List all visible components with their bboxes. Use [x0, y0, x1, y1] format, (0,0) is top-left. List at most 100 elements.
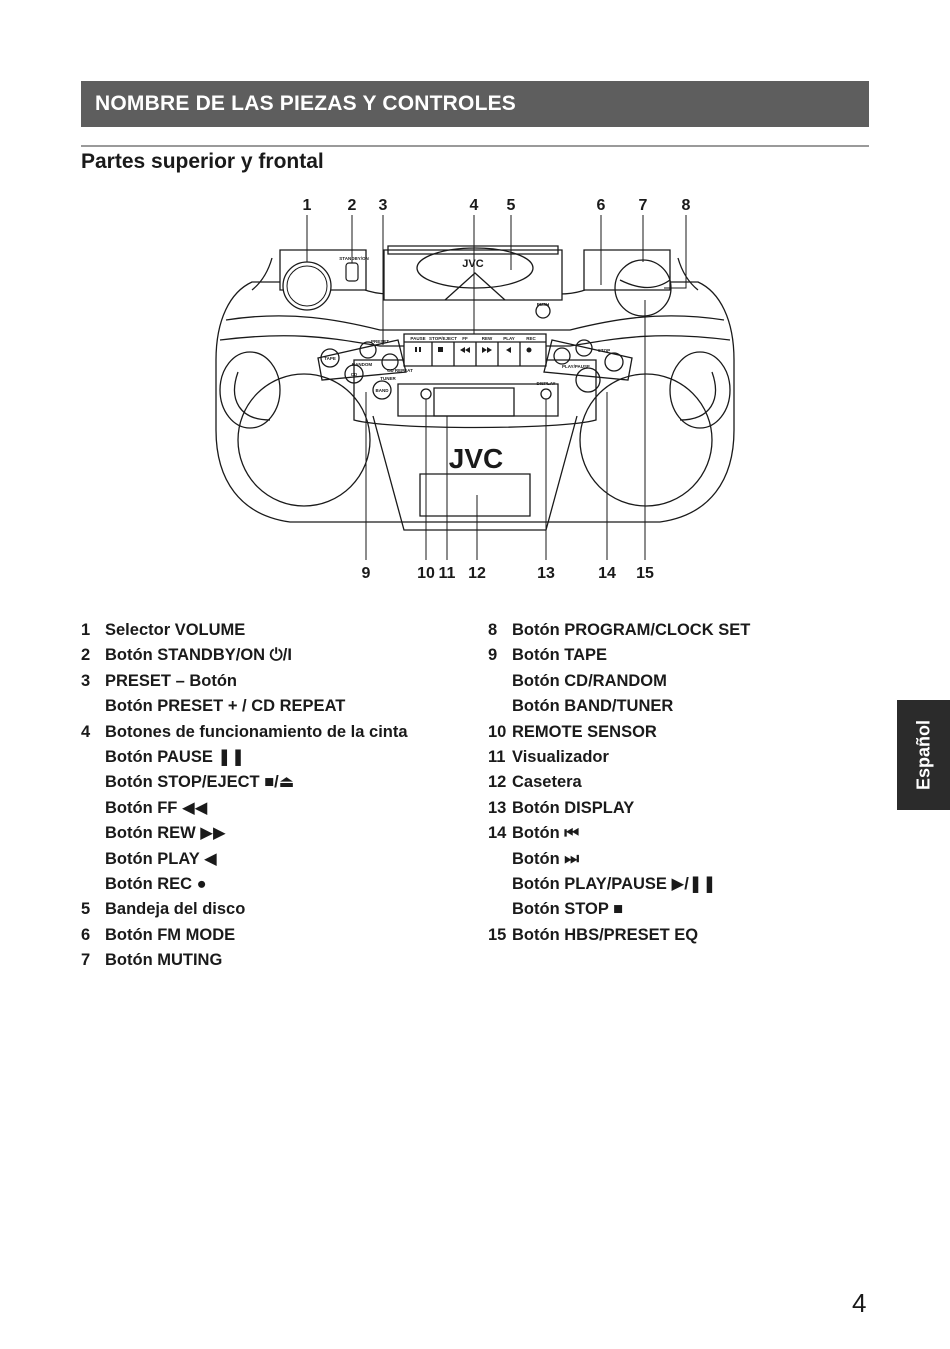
item-number: 2 [81, 646, 91, 665]
item-number: 11 [488, 747, 506, 766]
item-text: Botón STOP/EJECT ■/⏏ [105, 773, 295, 792]
parts-list-left: 1 Selector VOLUME 2 Botón STANDBY/ON ⏻/I 3… [81, 618, 481, 973]
list-item: 7 Botón MUTING [81, 948, 481, 973]
list-item: Botón FF ◀◀ [81, 796, 481, 821]
tape-key-label-pause: PAUSE [410, 336, 425, 341]
item-number: 7 [81, 951, 91, 970]
item-text: Botón FF ◀◀ [105, 798, 208, 817]
item-number: 13 [488, 798, 507, 817]
item-text: Botón REC ● [105, 874, 207, 893]
list-item: Botón ⏭ [488, 847, 888, 872]
label-preset: PRESET [371, 339, 389, 344]
item-text: Selector VOLUME [105, 621, 246, 639]
list-item: 1 Selector VOLUME [81, 618, 481, 643]
item-number: 8 [488, 621, 498, 639]
list-item: Botón STOP ■ [488, 897, 888, 922]
boombox-diagram: 1 2 3 4 5 6 7 8 9 10 11 12 13 14 15 [215, 197, 735, 582]
list-item: 6 Botón FM MODE [81, 923, 481, 948]
item-text: Botón PLAY/PAUSE ▶/❚❚ [512, 874, 717, 893]
language-tab-label: Español [913, 719, 933, 791]
callout-1: 1 [303, 197, 312, 214]
callout-15: 15 [636, 565, 654, 582]
button-label-band: BAND [376, 388, 390, 393]
item-text: Visualizador [512, 747, 609, 766]
item-text: Casetera [512, 773, 582, 792]
callouts-top: 1 2 3 4 5 6 7 8 [303, 197, 691, 214]
volume-knob [282, 261, 332, 311]
push-label: PUSH [537, 302, 550, 307]
item-number: 15 [488, 925, 507, 944]
tape-key-glyphs [415, 347, 532, 353]
callout-13: 13 [537, 565, 555, 582]
list-item: Botón PLAY ◀ [81, 847, 481, 872]
label-stop: STOP [598, 348, 610, 353]
list-item: Botón PRESET + / CD REPEAT [81, 694, 481, 719]
item-number: 6 [81, 925, 91, 944]
item-text: Botón PRESET + / CD REPEAT [105, 697, 346, 716]
item-text: Botón CD/RANDOM [512, 671, 667, 690]
item-number: 1 [81, 621, 91, 639]
list-item: Botón PAUSE ❚❚ [81, 745, 481, 770]
item-text: Botón BAND/TUNER [512, 697, 674, 716]
list-item: 2 Botón STANDBY/ON ⏻/I [81, 643, 481, 668]
callout-2: 2 [348, 197, 357, 214]
item-number: 9 [488, 646, 498, 665]
label-cd-repeat: CD REPEAT [387, 368, 413, 373]
button-label-cd: CD [351, 372, 358, 377]
list-item: 10 REMOTE SENSOR [488, 720, 888, 745]
header-rule [81, 145, 869, 147]
item-text: REMOTE SENSOR [512, 722, 657, 741]
item-text: Botón STANDBY/ON ⏻/I [105, 646, 292, 665]
leader-lines [306, 215, 687, 560]
callout-11: 11 [439, 565, 456, 582]
item-text: Botón PAUSE ❚❚ [105, 747, 246, 766]
list-item: 14 Botón ⏮ [488, 821, 888, 846]
list-item: 4 Botones de funcionamiento de la cinta [81, 720, 481, 745]
callout-14: 14 [598, 565, 616, 582]
button-label-tape: TAPE [324, 356, 336, 361]
tape-key-label-rec: REC [526, 336, 536, 341]
callout-10: 10 [417, 565, 435, 582]
logo-top: JVC [462, 258, 483, 270]
callout-4: 4 [470, 197, 479, 214]
callout-8: 8 [682, 197, 691, 214]
item-text: Botón DISPLAY [512, 798, 635, 817]
list-item: Botón REW ▶▶ [81, 821, 481, 846]
item-text: Bandeja del disco [105, 900, 246, 919]
list-item: Botón REC ● [81, 872, 481, 897]
item-number: 10 [488, 722, 507, 741]
item-text: Botón PLAY ◀ [105, 849, 217, 868]
callout-3: 3 [379, 197, 388, 214]
callout-9: 9 [362, 565, 371, 582]
tape-key-label-stop-eject: STOP/EJECT [429, 336, 457, 341]
callout-5: 5 [507, 197, 516, 214]
item-number: 3 [81, 671, 91, 690]
callout-7: 7 [639, 197, 648, 214]
tape-key-label-play: PLAY [503, 336, 515, 341]
item-number: 12 [488, 773, 507, 792]
language-tab: Español [897, 700, 950, 810]
item-text: Botón ⏮ [512, 824, 580, 843]
item-text: Botón FM MODE [105, 925, 236, 944]
item-number: 14 [488, 824, 507, 843]
list-item: 13 Botón DISPLAY [488, 796, 888, 821]
label-tuner: TUNER [380, 376, 396, 381]
display-label: DISPLAY [536, 381, 555, 386]
item-text: Botones de funcionamiento de la cinta [105, 722, 408, 741]
callouts-bottom: 9 10 11 12 13 14 15 [362, 565, 654, 582]
item-text: Botón MUTING [105, 951, 223, 970]
standby-button [345, 262, 359, 282]
callout-12: 12 [468, 565, 486, 582]
item-number: 4 [81, 722, 91, 741]
section-banner: NOMBRE DE LAS PIEZAS Y CONTROLES [81, 81, 869, 127]
label-random: RANDOM [352, 362, 372, 367]
list-item: Botón CD/RANDOM [488, 669, 888, 694]
list-item: Botón STOP/EJECT ■/⏏ [81, 770, 481, 795]
list-item: 11 Visualizador [488, 745, 888, 770]
item-text: Botón ⏭ [512, 849, 580, 868]
